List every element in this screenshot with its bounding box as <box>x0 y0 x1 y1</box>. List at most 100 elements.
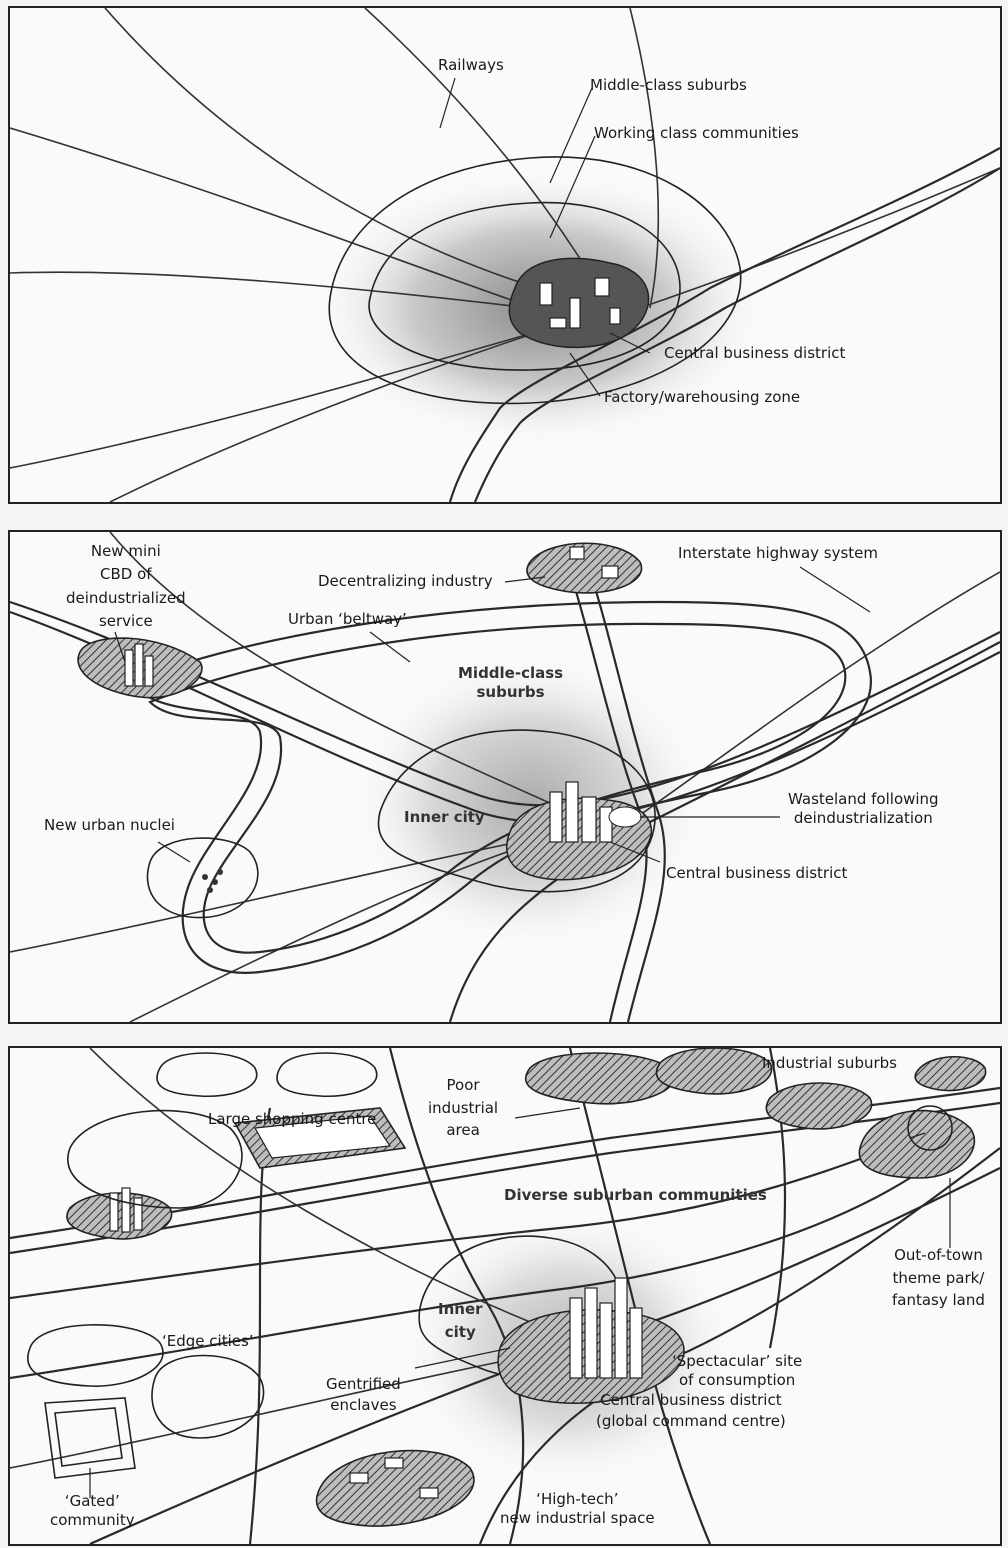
house-icon <box>212 879 218 885</box>
label-line: suburbs <box>458 683 563 702</box>
leader-line <box>800 567 870 612</box>
house-icon <box>217 869 223 875</box>
building-icon <box>570 1298 582 1378</box>
label-line: Central business district <box>596 1390 786 1411</box>
highway <box>250 1108 270 1544</box>
building-icon <box>566 782 578 842</box>
label-line: deindustrialized <box>66 587 186 610</box>
label-line: Out-of-town <box>892 1244 985 1267</box>
building-icon <box>585 1288 597 1378</box>
industrial-suburb-area <box>766 1083 871 1129</box>
label-line: of consumption <box>672 1371 802 1390</box>
label-interstate: Interstate highway system <box>678 544 878 563</box>
label-line: industrial <box>428 1097 498 1120</box>
label-wasteland: Wasteland following deindustrialization <box>788 790 939 828</box>
house-icon <box>207 887 213 893</box>
wasteland-area <box>609 807 641 827</box>
label-theme-park: Out-of-town theme park/ fantasy land <box>892 1244 985 1312</box>
label-industrial-suburbs: Industrial suburbs <box>762 1054 897 1073</box>
label-line: CBD of <box>66 563 186 586</box>
label-inner-city: Inner city <box>404 808 485 827</box>
industrial-suburb-area <box>915 1057 985 1091</box>
building-icon <box>122 1188 130 1232</box>
label-line: ‘Spectacular’ site <box>672 1352 802 1371</box>
label-gentrified: Gentrified enclaves <box>326 1374 401 1416</box>
label-large-shopping: Large shopping centre <box>208 1110 376 1129</box>
panel-postfordist-city: Poor industrial area Industrial suburbs … <box>8 1046 1002 1546</box>
panel1-map <box>10 8 1000 502</box>
building-icon <box>570 298 580 328</box>
building-icon <box>602 566 618 578</box>
label-line: community <box>50 1511 135 1530</box>
label-high-tech: ‘High-tech’ new industrial space <box>500 1490 655 1528</box>
mini-cbd-area <box>67 1193 172 1239</box>
building-icon <box>145 656 153 686</box>
label-line: Gentrified <box>326 1374 401 1395</box>
building-icon <box>600 807 612 842</box>
label-gated-community: ‘Gated’ community <box>50 1492 135 1530</box>
label-line: Poor <box>428 1074 498 1097</box>
building-icon <box>550 318 566 328</box>
label-spectacular-site: ‘Spectacular’ site of consumption <box>672 1352 802 1390</box>
label-line: enclaves <box>326 1395 401 1416</box>
theme-park-area <box>859 1111 974 1178</box>
panel-fordist-city: New mini CBD of deindustrialized service… <box>8 530 1002 1024</box>
label-line: fantasy land <box>892 1289 985 1312</box>
building-icon <box>595 278 609 296</box>
label-edge-cities: ‘Edge cities’ <box>162 1332 254 1351</box>
leader-line <box>550 88 592 183</box>
edge-city-area <box>157 1053 257 1096</box>
label-cbd: Central business district (global comman… <box>596 1390 786 1432</box>
building-icon <box>135 644 143 686</box>
label-line: theme park/ <box>892 1267 985 1290</box>
label-line: Inner <box>438 1298 483 1321</box>
panel3-map <box>10 1048 1000 1544</box>
building-icon <box>582 797 596 842</box>
industrial-suburb-area <box>656 1048 771 1094</box>
building-icon <box>134 1198 142 1230</box>
label-line: Middle-class <box>458 664 563 683</box>
label-line: new industrial space <box>500 1509 655 1528</box>
label-poor-industrial: Poor industrial area <box>428 1074 498 1142</box>
edge-city-area <box>277 1053 377 1096</box>
building-icon <box>615 1278 627 1378</box>
building-icon <box>420 1488 438 1498</box>
label-decentralizing-industry: Decentralizing industry <box>318 572 493 591</box>
label-line: service <box>66 610 186 633</box>
label-railways: Railways <box>438 56 504 75</box>
building-icon <box>350 1473 368 1483</box>
building-icon <box>630 1308 642 1378</box>
leader-line <box>158 842 190 862</box>
leader-line <box>370 632 410 662</box>
label-mini-cbd: New mini CBD of deindustrialized service <box>66 540 186 633</box>
label-cbd: Central business district <box>666 864 847 883</box>
label-inner-city: Inner city <box>438 1298 483 1343</box>
label-line: Wasteland following <box>788 790 939 809</box>
building-icon <box>600 1303 612 1378</box>
label-beltway: Urban ‘beltway’ <box>288 610 407 629</box>
building-icon <box>550 792 562 842</box>
label-line: (global command centre) <box>596 1411 786 1432</box>
label-cbd: Central business district <box>664 344 845 363</box>
building-icon <box>385 1458 403 1468</box>
panel-industrial-city: Railways Middle-class suburbs Working cl… <box>8 6 1002 504</box>
label-line: deindustrialization <box>788 809 939 828</box>
leader-line <box>440 78 455 128</box>
label-factory-zone: Factory/warehousing zone <box>604 388 800 407</box>
label-middle-class-suburbs: Middle-class suburbs <box>458 664 563 702</box>
label-line: New mini <box>66 540 186 563</box>
label-new-urban-nuclei: New urban nuclei <box>44 816 175 835</box>
label-line: city <box>438 1321 483 1344</box>
label-line: ‘Gated’ <box>50 1492 135 1511</box>
label-line: ‘High-tech’ <box>500 1490 655 1509</box>
label-middle-class-suburbs: Middle-class suburbs <box>590 76 747 95</box>
building-icon <box>125 650 133 686</box>
label-diverse-suburban: Diverse suburban communities <box>504 1186 767 1205</box>
house-icon <box>202 874 208 880</box>
leader-line <box>515 1108 580 1118</box>
building-icon <box>570 547 584 559</box>
label-working-class: Working class communities <box>594 124 799 143</box>
building-icon <box>610 308 620 324</box>
poor-industrial-area <box>526 1053 675 1104</box>
building-icon <box>540 283 552 305</box>
